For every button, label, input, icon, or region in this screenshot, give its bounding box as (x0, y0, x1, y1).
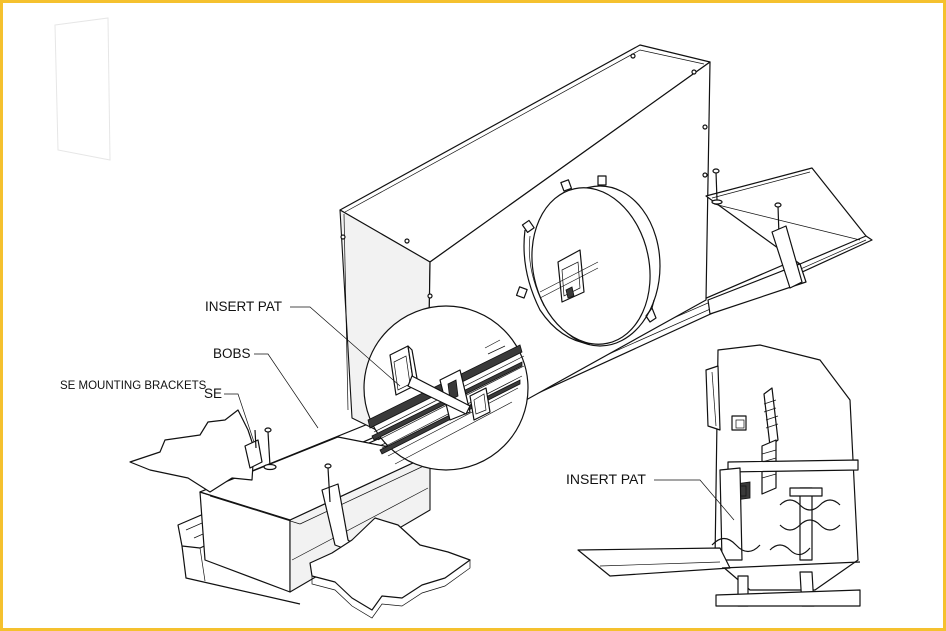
ceiling-fragment-bottom (309, 517, 471, 611)
section-detail (577, 344, 861, 607)
label-se-mounting-brackets: SE MOUNTING BRACKETS (60, 380, 207, 392)
leader-insert-pat-main (290, 306, 401, 387)
leader-bobs (254, 353, 319, 429)
label-se: SE (204, 386, 222, 401)
leader-insert-pat-detail (654, 479, 735, 521)
left-box-studs (263, 427, 277, 471)
leader-se (224, 393, 255, 443)
collar-bracket (539, 249, 599, 303)
right-plenum-box (705, 167, 867, 315)
faint-sheet-outline (54, 17, 111, 161)
label-insert-pat-main: INSERT PAT (205, 299, 282, 314)
label-insert-pat-detail: INSERT PAT (566, 471, 646, 487)
label-bobs: BOBS (213, 346, 251, 361)
magnified-view (363, 305, 529, 471)
cabinet-marking (645, 299, 657, 323)
ceiling-fragment-left (129, 409, 255, 493)
